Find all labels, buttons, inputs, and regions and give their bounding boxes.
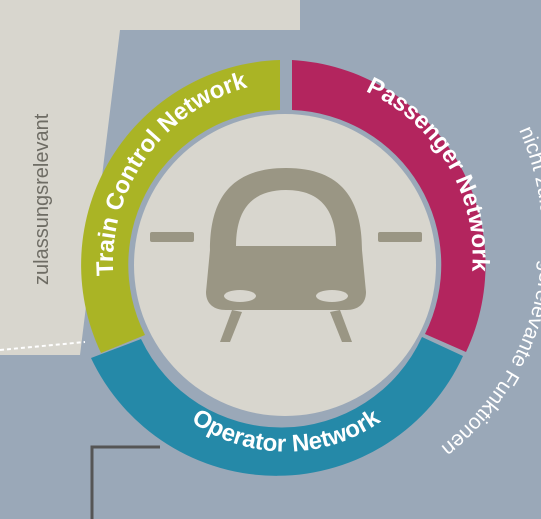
operator-segment bbox=[91, 337, 463, 476]
left-zone-label: zulassungsrelevant bbox=[31, 113, 53, 285]
left-zone-background bbox=[0, 0, 300, 355]
passenger-segment bbox=[292, 60, 486, 352]
zone-divider bbox=[0, 341, 86, 351]
train-front-icon bbox=[150, 168, 422, 342]
train-control-segment bbox=[81, 60, 280, 353]
connector-line bbox=[90, 445, 160, 519]
